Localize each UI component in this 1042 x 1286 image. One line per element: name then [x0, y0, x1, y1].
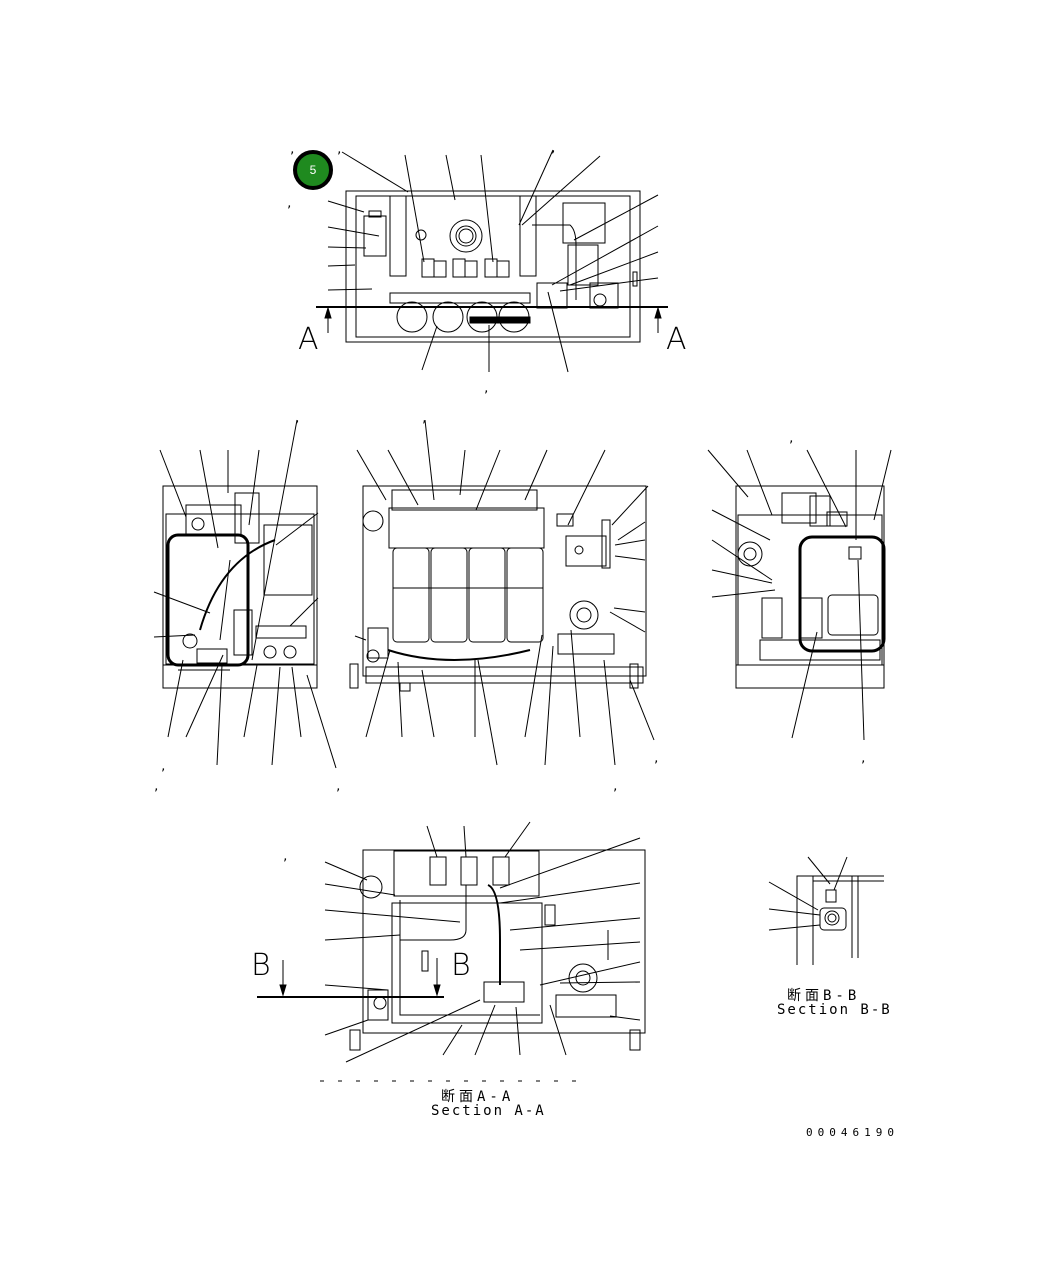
- left-side-view: [153, 419, 337, 769]
- tick-mark: ,: [483, 382, 490, 395]
- tick-mark: ,: [160, 760, 167, 773]
- right-side-view: [707, 449, 892, 741]
- section-marker-b-center: B: [451, 948, 471, 983]
- section-b-b-title-jp: 断面B-B: [787, 988, 861, 1004]
- front-view: [349, 419, 655, 766]
- document-number: 00046190: [806, 1126, 899, 1139]
- tick-mark: ,: [550, 142, 557, 155]
- tick-mark: ,: [286, 197, 293, 210]
- tick-mark: ,: [860, 752, 867, 765]
- tick-mark: ,: [336, 143, 343, 156]
- tick-mark: ,: [294, 412, 301, 425]
- section-b-b-view: [768, 856, 884, 965]
- tick-mark: ,: [335, 780, 342, 793]
- tick-mark: ,: [788, 432, 795, 445]
- section-b-b-title-en: Section B-B: [777, 1002, 892, 1018]
- section-a-a-view: [257, 821, 646, 1063]
- tick-mark: ,: [153, 780, 160, 793]
- tick-mark: ,: [421, 412, 428, 425]
- callout-badge-label: 5: [309, 163, 317, 177]
- tick-mark: ,: [612, 780, 619, 793]
- top-view: [316, 149, 668, 373]
- tick-mark: ,: [289, 143, 296, 156]
- section-marker-b-left: B: [251, 948, 271, 983]
- callout-badge[interactable]: 5: [293, 150, 333, 190]
- tick-mark: ,: [653, 752, 660, 765]
- section-a-a-title-jp: 断面A-A: [441, 1089, 515, 1105]
- section-marker-a-left: A: [298, 322, 319, 357]
- section-a-a-title-en: Section A-A: [431, 1103, 546, 1119]
- tick-mark: ,: [282, 850, 289, 863]
- section-marker-a-right: A: [666, 322, 687, 357]
